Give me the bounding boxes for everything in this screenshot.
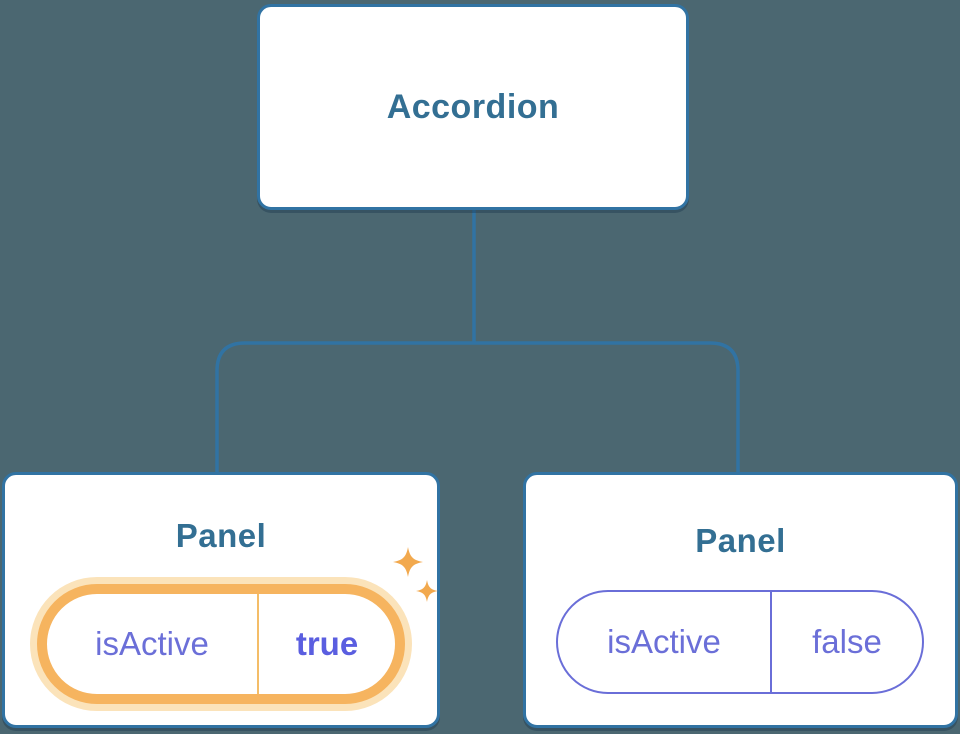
prop-value: true [295,625,359,662]
prop-pill-inactive: isActive false [556,590,924,694]
pill-divider [257,594,259,694]
panel-title: Panel [695,522,786,559]
panel-node-inactive: Panel isActive false [523,472,958,728]
pill-divider [770,592,772,692]
prop-name: isActive [607,623,721,660]
accordion-node: Accordion [257,4,689,210]
prop-name: isActive [95,625,209,662]
sparkle-icon [393,547,423,577]
panel-title: Panel [175,517,267,554]
prop-value: false [812,623,882,660]
accordion-node-label: Accordion [386,87,560,126]
panel-node-active: Panel isActive true [2,472,440,728]
prop-pill-active: isActive true [37,584,405,704]
connector-branch [215,341,740,473]
sparkle-icon [416,580,438,602]
